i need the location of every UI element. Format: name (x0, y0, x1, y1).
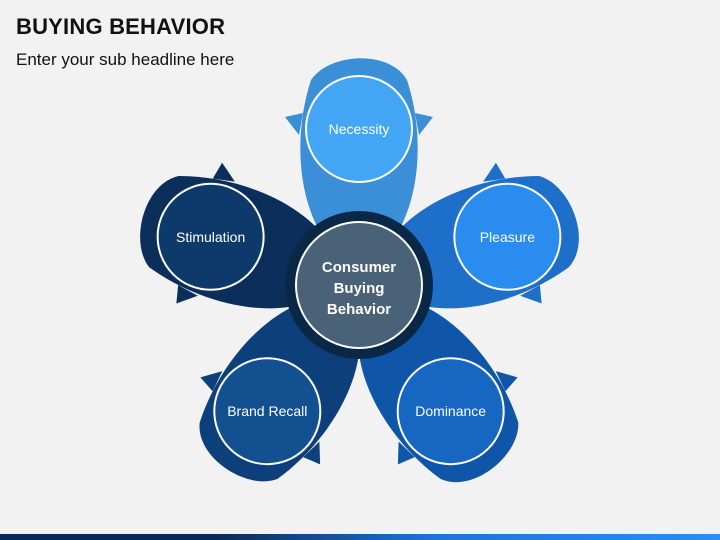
page-subtitle: Enter your sub headline here (16, 50, 235, 69)
center-circle (295, 221, 423, 349)
petal-hook-brand-recall (200, 371, 321, 465)
label-pleasure: Pleasure (480, 229, 535, 245)
label-dominance: Dominance (415, 403, 486, 419)
petal-hook-necessity (285, 113, 433, 135)
petal-circles-group (156, 75, 562, 466)
center-label-line-1: Consumer (322, 259, 396, 276)
circle-brand-recall (213, 357, 322, 466)
petal-hook-dominance (397, 371, 518, 465)
circle-necessity (305, 75, 413, 183)
label-brand-recall: Brand Recall (227, 403, 307, 419)
circle-stimulation (156, 182, 265, 291)
petal-hook-pleasure (483, 162, 542, 304)
circle-pleasure (453, 182, 562, 291)
center-hub: Consumer Buying Behavior (285, 211, 433, 359)
label-necessity: Necessity (329, 121, 390, 137)
center-label-line-2: Buying (334, 280, 385, 297)
circle-dominance (396, 357, 505, 466)
petal-hook-stimulation (176, 162, 235, 304)
page-title: BUYING BEHAVIOR (16, 14, 226, 39)
center-label-line-3: Behavior (327, 301, 391, 318)
label-stimulation: Stimulation (176, 229, 245, 245)
footer-bar (0, 534, 720, 540)
